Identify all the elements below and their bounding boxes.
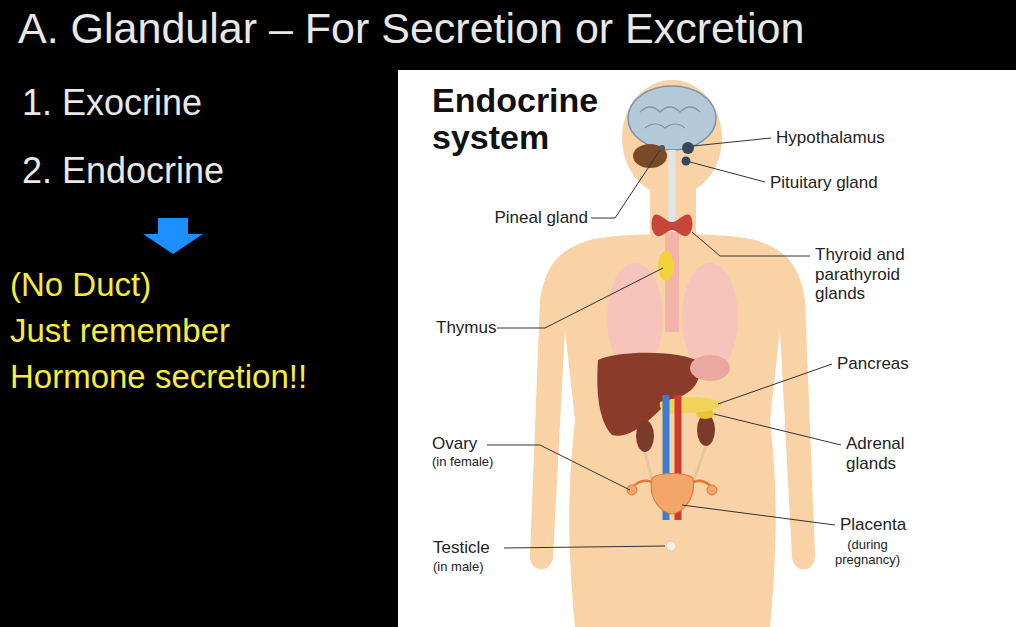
fallopian-tubes — [632, 481, 712, 488]
left-kidney — [636, 420, 654, 452]
brain-folds — [640, 107, 700, 128]
leader-line — [504, 546, 665, 548]
leader-line — [693, 138, 771, 146]
down-arrow — [143, 218, 203, 254]
pituitary-organ — [682, 157, 691, 166]
leader-line — [690, 162, 765, 182]
organ-label: Ovary — [432, 434, 477, 454]
organ-label: Placenta — [840, 515, 906, 535]
leader-line — [591, 150, 660, 218]
ovary-organ — [627, 485, 637, 495]
organ-label: Thyroid and parathyroid glands — [815, 245, 935, 304]
spinal-cord — [669, 150, 676, 245]
white-panel — [398, 70, 1016, 627]
list-item: 1. Exocrine — [22, 82, 202, 123]
organ-label: Thymus — [436, 318, 496, 338]
ovary-organ — [707, 485, 717, 495]
organ-label: Pituitary gland — [770, 173, 878, 193]
brain — [628, 86, 716, 150]
trachea — [665, 232, 679, 332]
note-text: (No Duct) — [10, 266, 151, 304]
diagram-heading: Endocrine system — [432, 82, 662, 157]
leader-line — [714, 414, 841, 445]
organ-label: Hypothalamus — [776, 128, 885, 148]
list-item: 2. Endocrine — [22, 150, 224, 191]
leader-line — [682, 505, 835, 525]
uterus — [651, 474, 693, 515]
thymus-organ — [658, 251, 674, 281]
stomach — [690, 355, 730, 381]
hypothalamus-organ — [682, 142, 694, 154]
body-silhouette — [530, 80, 815, 627]
organ-label: Testicle — [433, 538, 490, 558]
note-text: Just remember — [10, 312, 230, 350]
organ-note: (during pregnancy) — [820, 538, 915, 568]
leader-line — [718, 364, 832, 404]
note-text: Hormone secretion!! — [10, 358, 307, 396]
organ-note: (in male) — [433, 560, 484, 575]
organ-label: Pineal gland — [494, 208, 588, 228]
leader-lines — [487, 138, 841, 548]
thyroid-organ — [652, 214, 693, 236]
slide-title: A. Glandular – For Secretion or Excretio… — [18, 4, 804, 53]
organ-label: Pancreas — [837, 354, 909, 374]
organ-note: (in female) — [432, 455, 493, 470]
leader-line — [487, 445, 630, 490]
testicle-organ — [666, 541, 676, 551]
leader-line — [692, 232, 810, 256]
leader-line — [497, 268, 663, 328]
organ-label: Adrenal glands — [846, 434, 941, 473]
organs — [597, 86, 738, 551]
